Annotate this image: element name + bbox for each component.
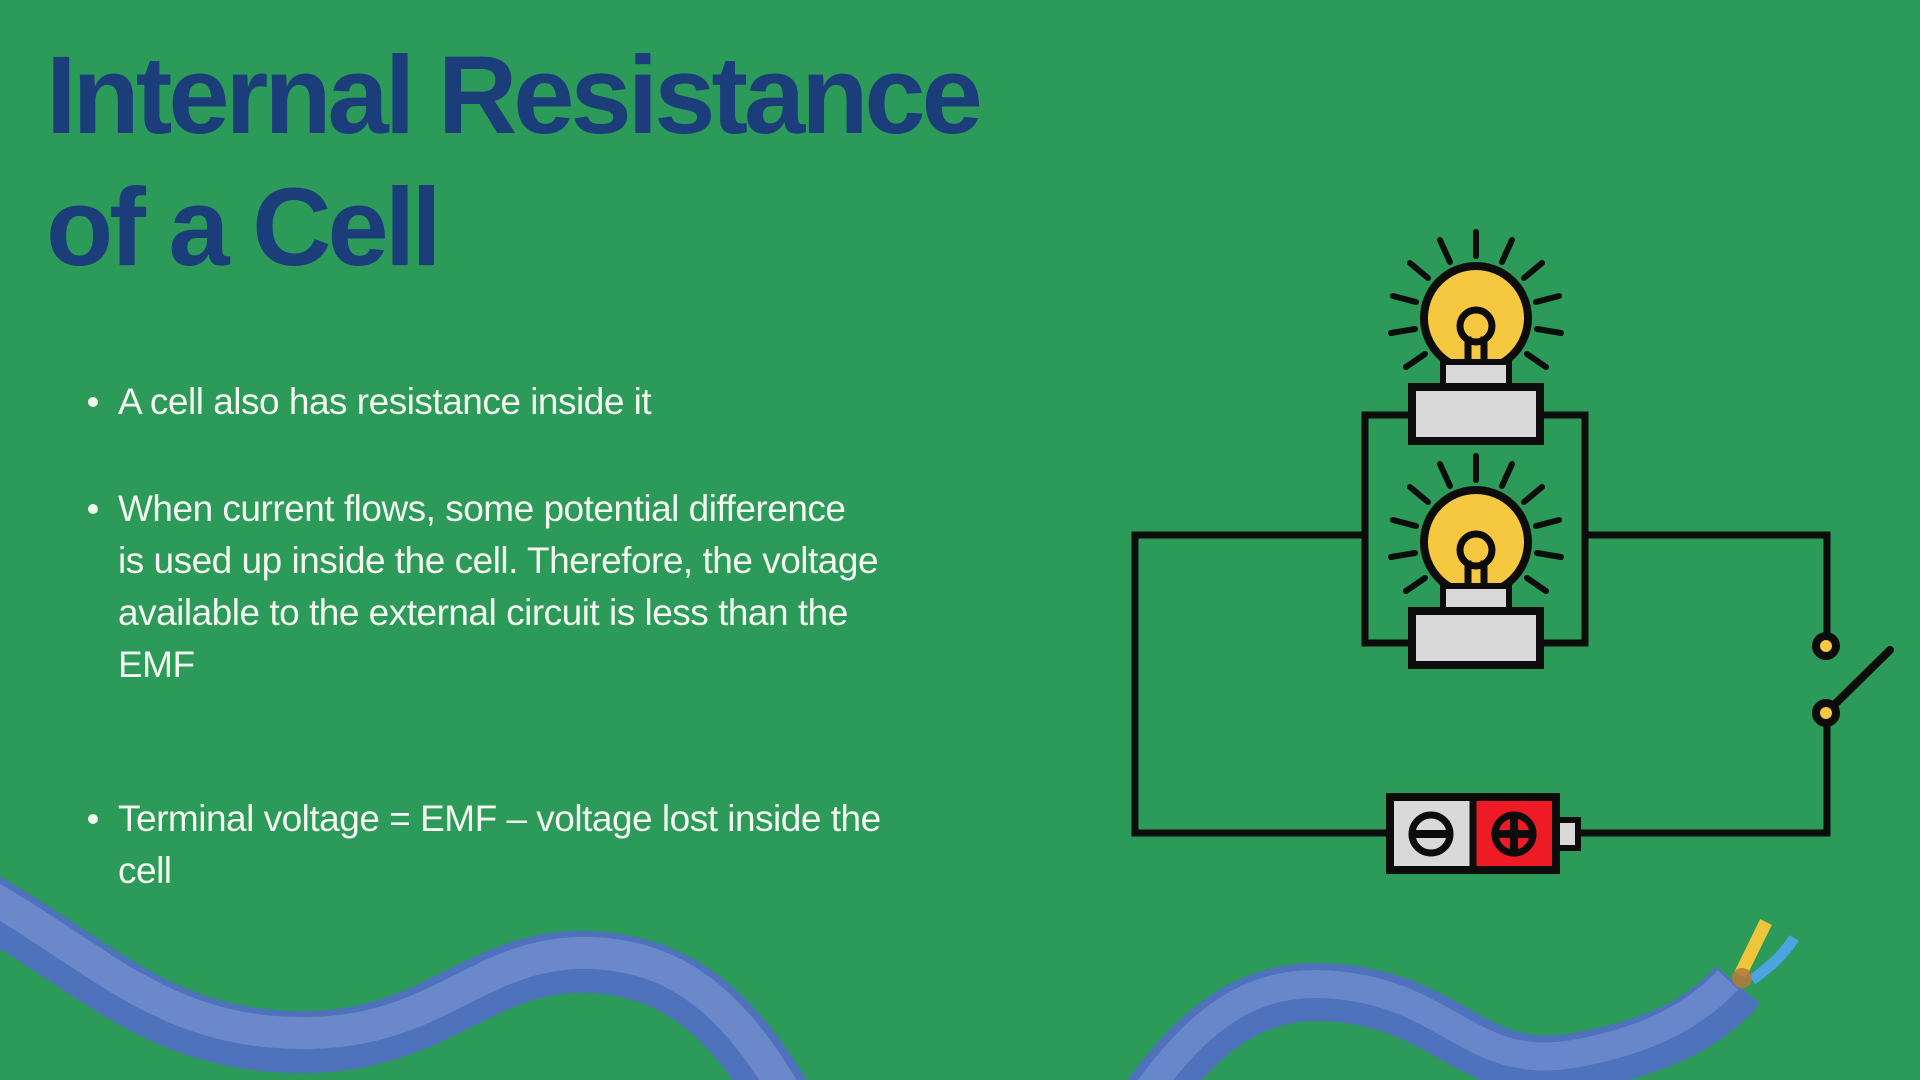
switch-terminal (1812, 632, 1840, 660)
bullet-item: A cell also has resistance inside it (88, 376, 988, 428)
bullet-dot (88, 814, 98, 824)
bullet-dot (88, 504, 98, 514)
open-switch-icon (1812, 632, 1894, 727)
plus-icon (1491, 811, 1537, 857)
switch-lever (1822, 646, 1894, 717)
bullet-list: A cell also has resistance inside it Whe… (88, 376, 988, 897)
circuit-diagram (1131, 232, 1894, 874)
bullet-item: Terminal voltage = EMF – voltage lost in… (88, 793, 988, 897)
slide-title: Internal Resistance of a Cell (46, 34, 983, 289)
cable-decoration-right (1127, 919, 1799, 1080)
battery-cell-icon (1386, 793, 1581, 874)
bullet-text: Terminal voltage = EMF – voltage lost in… (118, 798, 881, 891)
bullet-text: When current flows, some potential diffe… (118, 488, 879, 685)
circuit-wire (1131, 531, 1831, 837)
switch-terminal (1812, 699, 1840, 727)
bullet-text: A cell also has resistance inside it (118, 381, 652, 422)
stripped-wire-copper-tip (1732, 968, 1752, 988)
bullet-item: When current flows, some potential diffe… (88, 483, 988, 691)
stripped-wire-yellow-strand (1734, 919, 1772, 978)
stripped-wire-blue-strand (1748, 935, 1799, 985)
minus-icon (1408, 811, 1454, 857)
cable-decoration-left (0, 876, 807, 1080)
light-bulb-icon (1391, 232, 1561, 441)
bullet-dot (88, 397, 98, 407)
light-bulb-icon (1391, 456, 1561, 665)
